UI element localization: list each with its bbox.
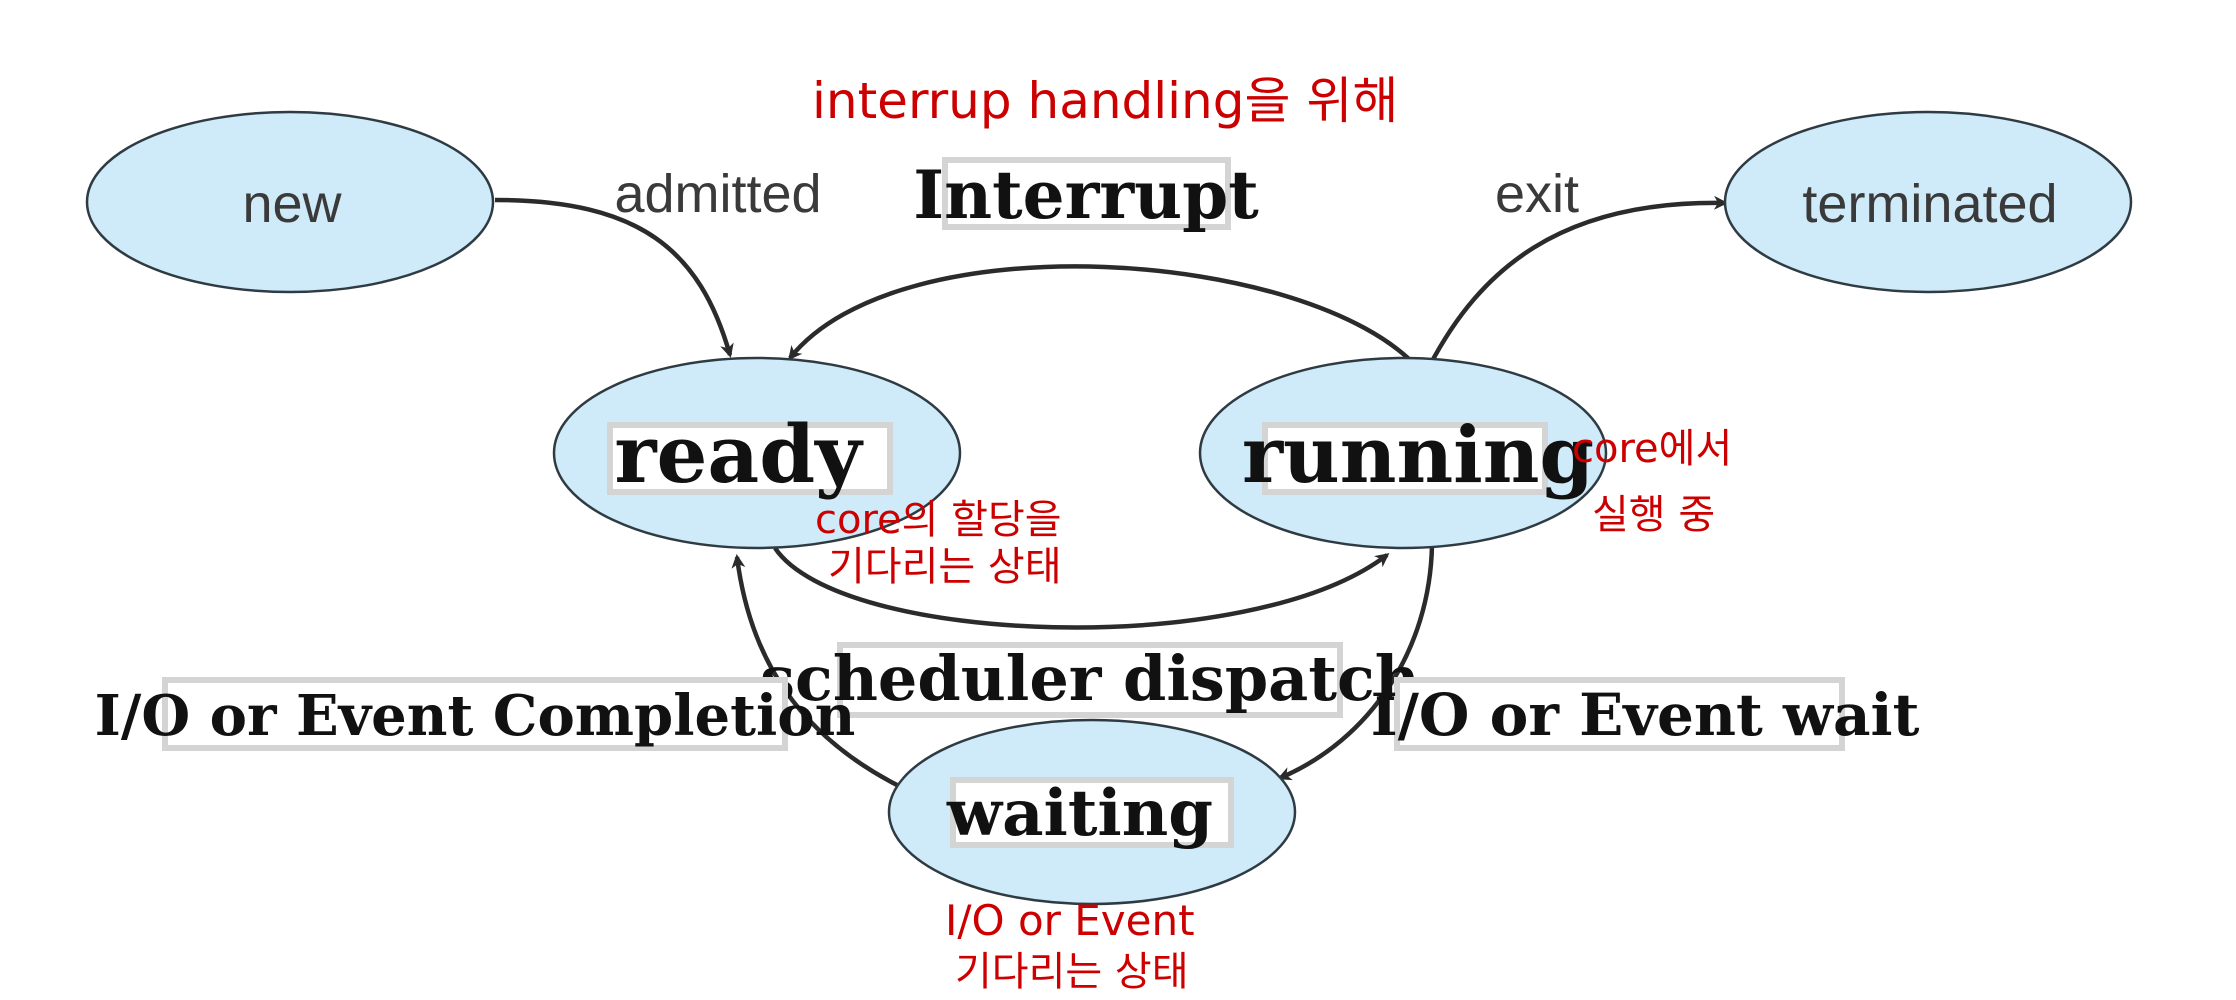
io-event-wait-box [1394,677,1845,751]
interrupt-note: interrup handling을 위해 [812,72,1398,130]
edge-admitted [494,197,734,358]
exit-label: exit [1495,164,1579,224]
interrupt-label: Interrupt [913,156,1259,234]
interrupt-box [942,157,1231,230]
state-new [85,110,495,294]
state-waiting-label: waiting [946,776,1213,851]
running-box [1262,422,1548,495]
waiting-note-line1: I/O or Event [945,896,1195,945]
state-terminated-label: terminated [1802,174,2057,234]
edge-interrupt [788,264,1420,370]
state-terminated [1723,110,2133,294]
waiting-note-line2: 기다리는 상태 [955,949,1189,995]
edge-exit [1428,195,1728,367]
io-event-completion-label: I/O or Event Completion [95,683,856,749]
edge-scheduler-dispatch [773,546,1390,630]
ready-note-line2: 기다리는 상태 [828,544,1062,590]
io-event-wait-label: I/O or Event wait [1371,681,1920,749]
ready-note-line1: core의 할당을 [815,497,1062,543]
state-new-label: new [242,174,342,234]
scheduler-dispatch-box [837,642,1343,718]
state-running-label: running [1242,410,1594,501]
io-event-completion-box [162,677,788,751]
running-note-line2: 실행 중 [1592,492,1715,538]
ready-box [607,422,893,495]
state-ready-label: ready [614,407,864,501]
admitted-label: admitted [614,164,821,224]
scheduler-dispatch-label: scheduler dispatch [760,642,1420,715]
edge-io-event-wait [1277,544,1435,781]
running-note-line1: core에서 [1572,426,1732,472]
waiting-box [950,777,1234,848]
